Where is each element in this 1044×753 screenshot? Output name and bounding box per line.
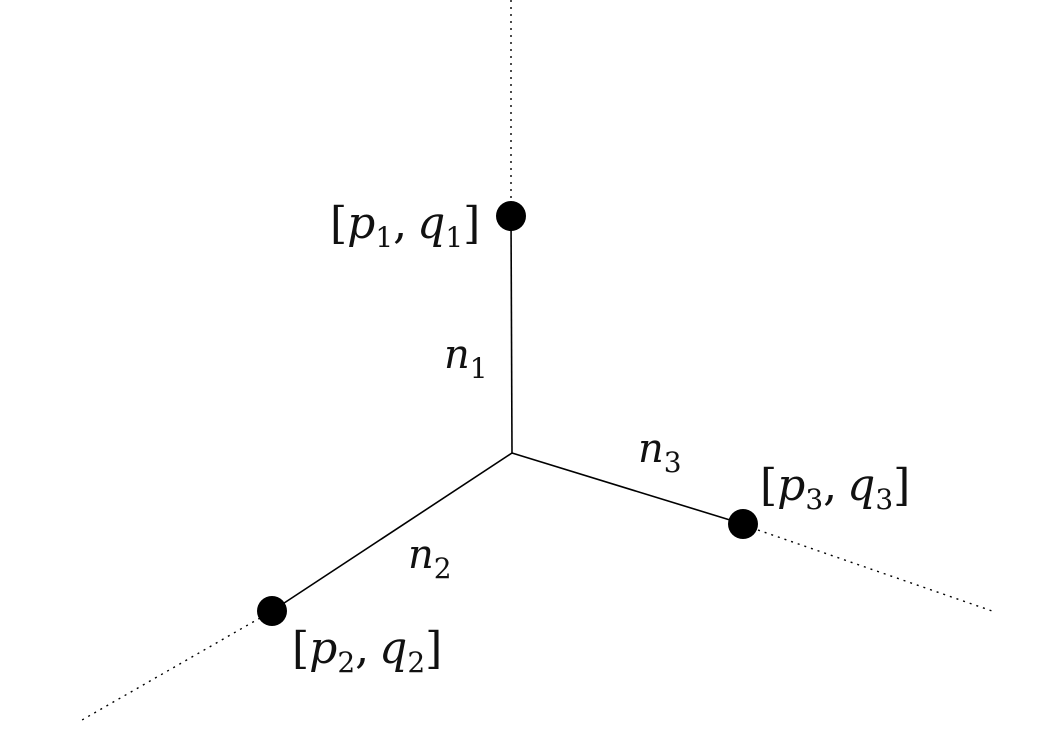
edge-n2-line — [271, 452, 513, 612]
node-2-label: [p2,q2] — [292, 623, 442, 679]
edge-n2-label: n2 — [408, 532, 452, 585]
edge-n1-line — [510, 215, 513, 454]
node-1-dot — [496, 201, 526, 231]
node-3-dot — [728, 509, 758, 539]
node-3-label: [p3,q3] — [760, 460, 910, 516]
node-1-label: [p1,q1] — [330, 198, 480, 254]
node-2-dot — [257, 596, 287, 626]
edge-n1-label: n1 — [444, 332, 488, 385]
edge-n3-label: n3 — [638, 426, 682, 479]
edge-n3-line — [511, 452, 744, 525]
dotted-extension-3 — [757, 529, 996, 613]
dotted-extension-2 — [81, 617, 261, 721]
